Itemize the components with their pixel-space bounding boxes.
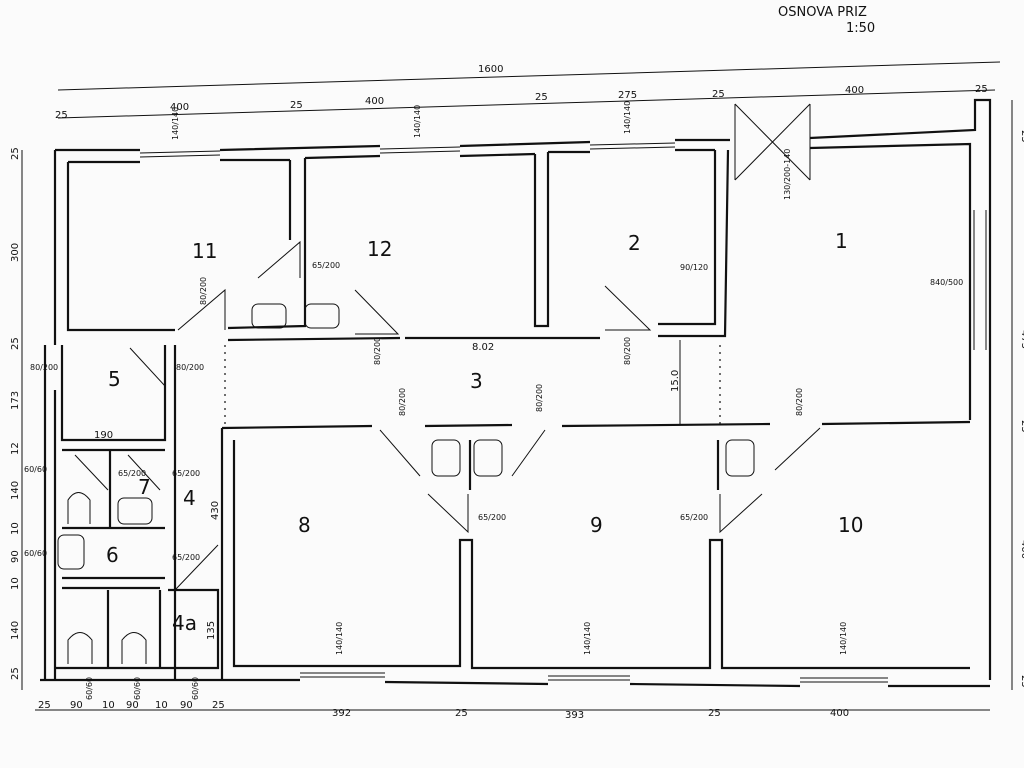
corridor-width: 8.02 xyxy=(472,342,494,353)
dim-top: 25 xyxy=(535,92,548,103)
dim-left: 90 xyxy=(10,550,21,563)
dim-top: 25 xyxy=(55,110,68,121)
window-label: 60/60 xyxy=(133,677,142,700)
dim-top: 25 xyxy=(290,100,303,111)
door-label: 80/200 xyxy=(373,337,382,365)
windows xyxy=(139,142,987,683)
entry-label: 130/200-140 xyxy=(783,149,792,200)
dim-bottom: 25 xyxy=(38,700,51,711)
room-8: 8 xyxy=(298,513,311,537)
room-4a: 4a xyxy=(172,611,197,635)
dim-left: 10 xyxy=(10,522,21,535)
dim-bottom: 90 xyxy=(180,700,193,711)
room4a-length: 135 xyxy=(206,621,217,640)
window-label: 140/140 xyxy=(335,622,344,655)
room-9: 9 xyxy=(590,513,603,537)
dim-bottom: 90 xyxy=(126,700,139,711)
dim-bottom: 10 xyxy=(155,700,168,711)
room5-width: 190 xyxy=(94,430,113,441)
dim-left: 25 xyxy=(10,337,21,350)
plan-scale: 1:50 xyxy=(846,21,875,36)
dim-top: 275 xyxy=(618,90,637,101)
window-label: 60/60 xyxy=(24,549,47,558)
dim-left: 173 xyxy=(10,391,21,410)
door-label: 80/200 xyxy=(199,277,208,305)
dim-right: 25 xyxy=(1019,675,1024,688)
dim-bottom: 392 xyxy=(332,708,351,719)
room-7: 7 xyxy=(138,475,151,499)
room-2: 2 xyxy=(628,231,641,255)
door-label: 80/200 xyxy=(535,384,544,412)
dim-top: 25 xyxy=(975,84,988,95)
window-label: 140/140 xyxy=(623,101,632,134)
dim-right: 25 xyxy=(1019,420,1024,433)
dim-top: 400 xyxy=(365,96,384,107)
dim-bottom: 25 xyxy=(455,708,468,719)
door-label: 65/200 xyxy=(172,469,200,478)
window-label: 60/60 xyxy=(24,465,47,474)
dim-bottom: 25 xyxy=(708,708,721,719)
door-label: 80/200 xyxy=(623,337,632,365)
door-label: 65/200 xyxy=(172,553,200,562)
dim-top: 25 xyxy=(712,89,725,100)
dim-left: 12 xyxy=(10,442,21,455)
door-label: 80/200 xyxy=(795,388,804,416)
room-3: 3 xyxy=(470,369,483,393)
window-label: 140/140 xyxy=(413,105,422,138)
door-label: 65/200 xyxy=(312,261,340,270)
plan-title: OSNOVA PRIZ xyxy=(778,5,867,20)
dim-left: 300 xyxy=(10,243,21,262)
window-label: 60/60 xyxy=(191,677,200,700)
dim-right: 475 xyxy=(1019,330,1024,349)
dim-left: 10 xyxy=(10,577,21,590)
dim-left: 140 xyxy=(10,621,21,640)
dim-bottom: 90 xyxy=(70,700,83,711)
dim-right: 25 xyxy=(1019,130,1024,143)
dim-left: 140 xyxy=(10,481,21,500)
room4-length: 430 xyxy=(210,501,221,520)
dim-bottom: 25 xyxy=(212,700,225,711)
door-label: 65/200 xyxy=(680,513,708,522)
dim-bottom: 10 xyxy=(102,700,115,711)
dim-bottom: 393 xyxy=(565,710,584,721)
window-label: 140/140 xyxy=(171,107,180,140)
window-label: 840/500 xyxy=(930,278,963,287)
dim-bottom: 400 xyxy=(830,708,849,719)
door-label: 90/120 xyxy=(680,263,708,272)
window-label: 140/140 xyxy=(839,622,848,655)
room-4: 4 xyxy=(183,486,196,510)
sanitary-fixtures xyxy=(57,303,755,664)
walls xyxy=(40,98,992,688)
door-label: 65/200 xyxy=(478,513,506,522)
door-swings xyxy=(74,103,821,591)
dim-left: 25 xyxy=(10,147,21,160)
room-10: 10 xyxy=(838,513,863,537)
room-5: 5 xyxy=(108,367,121,391)
room-6: 6 xyxy=(106,543,119,567)
dim-total: 1600 xyxy=(478,64,503,75)
room-12: 12 xyxy=(367,237,392,261)
dimension-lines xyxy=(21,61,1013,711)
door-label: 80/200 xyxy=(30,363,58,372)
door-label: 80/200 xyxy=(398,388,407,416)
dim-right: 400 xyxy=(1019,540,1024,559)
window-label: 140/140 xyxy=(583,622,592,655)
door-label: 65/200 xyxy=(118,469,146,478)
door-label: 80/200 xyxy=(176,363,204,372)
dim-top: 400 xyxy=(170,102,189,113)
room-11: 11 xyxy=(192,239,217,263)
dim-left: 25 xyxy=(10,667,21,680)
corridor-height: 15.0 xyxy=(670,370,681,392)
dim-top: 400 xyxy=(845,85,864,96)
room-1: 1 xyxy=(835,229,848,253)
window-label: 60/60 xyxy=(85,677,94,700)
